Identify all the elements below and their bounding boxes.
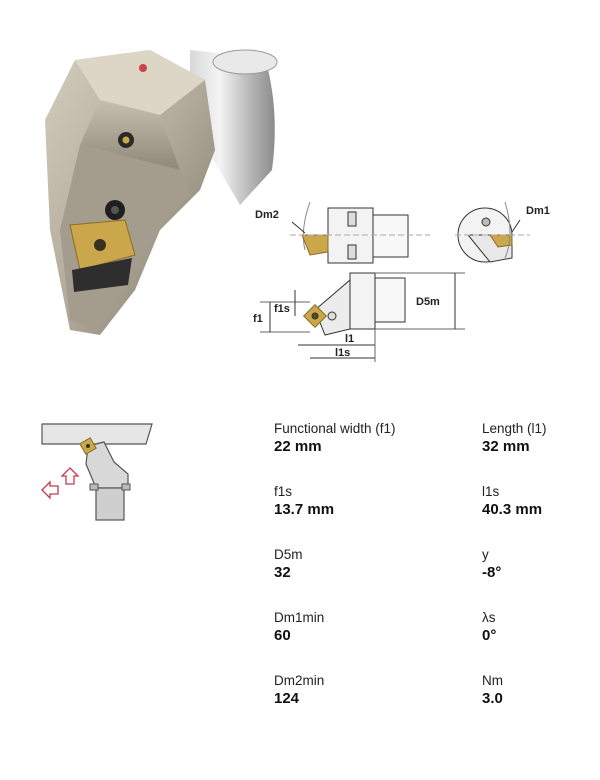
spec-label: Dm2min: [274, 673, 325, 688]
dimension-drawing: Dm2 Dm1: [250, 190, 585, 365]
product-photo: [40, 30, 290, 350]
machining-direction-icon: [38, 418, 160, 526]
spec-value: 13.7 mm: [274, 501, 335, 518]
spec-l1s: l1s 40.3 mm: [482, 484, 600, 520]
spec-value: 3.0: [482, 690, 503, 707]
side-view: [455, 201, 530, 263]
spec-value: -8°: [482, 564, 502, 581]
spec-label: l1s: [482, 484, 500, 499]
spec-value: 60: [274, 627, 291, 644]
spec-d5m: D5m 32: [274, 547, 444, 583]
dim-label-d5m: D5m: [416, 296, 440, 308]
spec-dm1min: Dm1min 60: [274, 610, 444, 646]
front-view: [290, 201, 430, 264]
spec-lambda-s: λs 0°: [482, 610, 600, 646]
spec-length: Length (l1) 32 mm: [482, 421, 600, 457]
dim-label-dm2: Dm2: [255, 209, 279, 221]
dim-label-dm1: Dm1: [526, 205, 550, 217]
spec-label: Nm: [482, 673, 503, 688]
spec-value: 22 mm: [274, 438, 322, 455]
spec-y: y -8°: [482, 547, 600, 583]
spec-label: y: [482, 547, 489, 562]
spec-value: 40.3 mm: [482, 501, 543, 518]
spec-value: 32: [274, 564, 291, 581]
spec-functional-width: Functional width (f1) 22 mm: [274, 421, 444, 457]
dim-label-f1s: f1s: [274, 303, 290, 315]
spec-label: λs: [482, 610, 496, 625]
spec-value: 32 mm: [482, 438, 530, 455]
spec-label: Length (l1): [482, 421, 547, 436]
spec-nm: Nm 3.0: [482, 673, 600, 709]
dim-label-l1s: l1s: [335, 347, 350, 359]
spec-label: Functional width (f1): [274, 421, 396, 436]
spec-value: 124: [274, 690, 300, 707]
spec-value: 0°: [482, 627, 497, 644]
spec-label: D5m: [274, 547, 303, 562]
main-view: [260, 272, 465, 362]
spec-label: f1s: [274, 484, 293, 499]
spec-f1s: f1s 13.7 mm: [274, 484, 444, 520]
dim-label-f1: f1: [253, 313, 263, 325]
spec-label: Dm1min: [274, 610, 325, 625]
spec-dm2min: Dm2min 124: [274, 673, 444, 709]
dim-label-l1: l1: [345, 333, 354, 345]
